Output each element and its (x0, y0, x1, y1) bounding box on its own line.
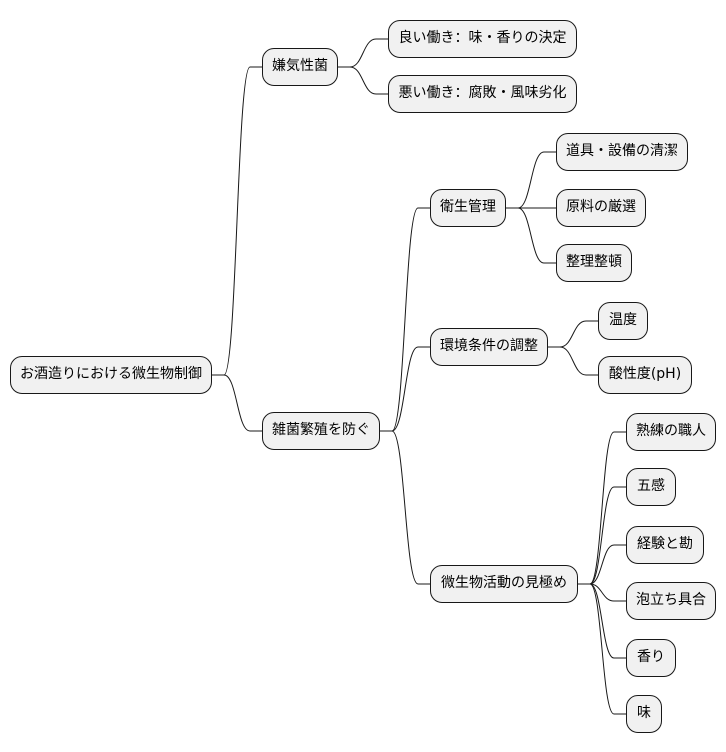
node-tidy: 整理整頓 (556, 244, 632, 282)
node-observe-activity: 微生物活動の見極め (430, 565, 578, 603)
node-environment: 環境条件の調整 (430, 328, 548, 366)
connector-line (548, 346, 598, 376)
root-node: お酒造りにおける微生物制御 (10, 356, 212, 394)
connector-line (578, 431, 626, 585)
node-good-effect: 良い働き：味・香りの決定 (388, 20, 577, 58)
node-skilled-artisan: 熟練の職人 (626, 413, 716, 451)
node-foaming: 泡立ち具合 (626, 582, 716, 620)
node-prevent-contamination: 雑菌繁殖を防ぐ (262, 412, 380, 450)
connector-line (212, 374, 262, 432)
connector-line (506, 151, 556, 209)
node-bad-effect: 悪い働き：腐敗・風味劣化 (388, 75, 577, 113)
connector-line (548, 320, 598, 348)
node-anaerobic-bacteria: 嫌気性菌 (262, 48, 338, 86)
node-temperature: 温度 (598, 302, 648, 340)
connector-line (380, 346, 430, 432)
node-taste: 味 (626, 695, 662, 733)
connector-line (212, 66, 262, 376)
connector-line (380, 430, 430, 585)
connector-line (506, 207, 556, 264)
connector-line (578, 583, 626, 602)
connector-line (578, 544, 626, 585)
connector-line (578, 583, 626, 715)
node-five-senses: 五感 (626, 468, 676, 506)
node-clean-tools: 道具・設備の清潔 (556, 133, 688, 171)
node-experience: 経験と勘 (626, 526, 704, 564)
node-aroma: 香り (626, 639, 676, 677)
connector-line (338, 38, 388, 68)
node-hygiene: 衛生管理 (430, 189, 506, 227)
connector-line (338, 66, 388, 95)
connector-line (380, 207, 430, 432)
node-raw-materials: 原料の厳選 (556, 189, 646, 227)
connector-line (578, 486, 626, 585)
node-ph: 酸性度(pH) (598, 356, 692, 394)
